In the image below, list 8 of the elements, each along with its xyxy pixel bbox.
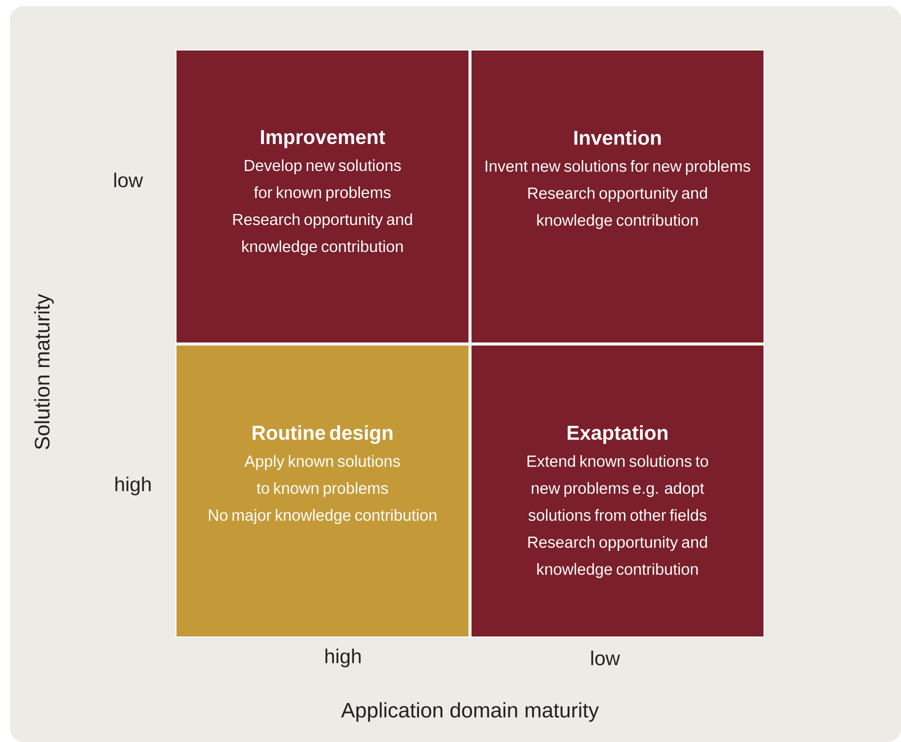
- quadrant-box: Routine design Apply known solutions to known problems No major knowledge contribution: [176, 344, 470, 638]
- axis-tick-label: low: [114, 172, 144, 188]
- axis-title: Solution maturity: [34, 294, 54, 450]
- quadrant-box: Improvement Develop new solutions for known problems Research opportunity and knowledge contribution: [176, 50, 470, 344]
- quadrant-box: Invention Invent new solutions for new problems Research opportunity and knowledge contribution: [470, 50, 764, 344]
- quadrant-box: Exaptation Extend known solutions to new problems e.g. adopt solutions from other fields Research opportunity and knowledge contribution: [470, 344, 764, 638]
- axis-tick-label: high: [115, 476, 151, 496]
- axis-title: Application domain maturity: [341, 702, 599, 722]
